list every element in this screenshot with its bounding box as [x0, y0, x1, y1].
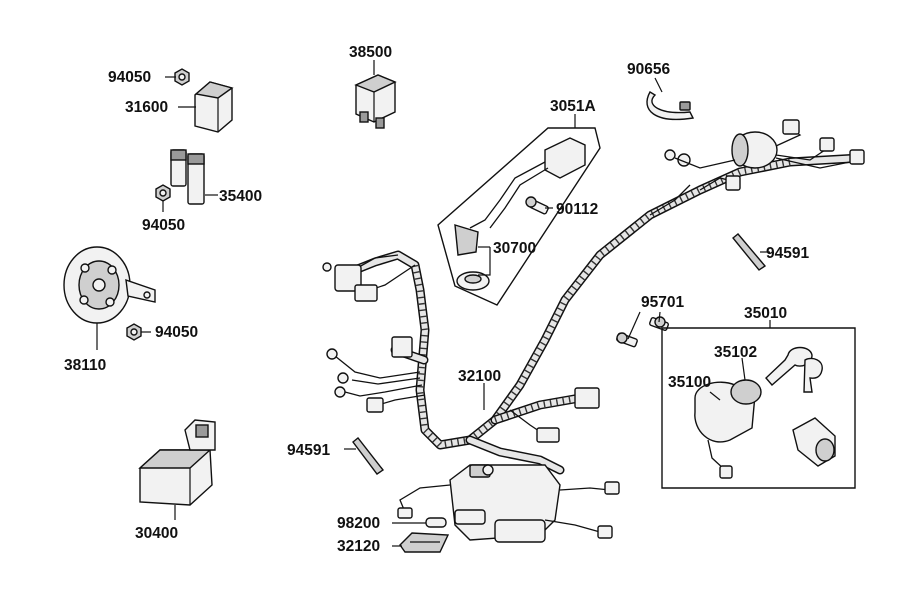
part-labels: 94050 31600 35400 94050 38110 94050 3040…: [64, 44, 809, 555]
ring-terminal: [334, 386, 346, 398]
flasher-relay: [194, 81, 234, 133]
screw: [616, 332, 638, 348]
harness-connector-block: [354, 284, 378, 302]
bolt: [525, 196, 549, 215]
fuse-holder: [399, 532, 450, 553]
tray-plug: [604, 481, 620, 495]
connector-pair: [170, 149, 205, 205]
part-number-label: 31600: [125, 99, 168, 116]
spark-plug-cap: [454, 224, 479, 256]
part-number-label: 94050: [108, 69, 151, 86]
cdi-unit: [138, 419, 216, 506]
part-number-label: 32100: [458, 368, 501, 385]
harness-clamp: [352, 437, 385, 475]
harness-plug: [849, 149, 865, 165]
ring-terminal: [326, 348, 338, 360]
part-number-label: 38500: [349, 44, 392, 61]
harness-connector-left: [391, 336, 413, 358]
harness-connector-block: [334, 264, 362, 292]
starter-relay: [354, 74, 397, 129]
nut: [174, 68, 190, 86]
harness-connector-mid: [536, 427, 560, 443]
part-number-label: 94591: [287, 442, 330, 459]
ignition-key-spare: [803, 357, 823, 393]
ignition-switch-set: [661, 327, 856, 489]
horn: [63, 246, 156, 324]
ignition-coil: [544, 137, 586, 179]
harness-connector-right: [574, 387, 600, 409]
cable-tie: [646, 91, 695, 120]
ring-terminal: [337, 372, 349, 384]
harness-connector-small: [366, 397, 384, 413]
part-number-label: 94591: [766, 245, 809, 262]
part-number-label: 90112: [556, 201, 598, 218]
part-number-label: 32120: [337, 538, 380, 555]
tray-plug: [397, 507, 413, 519]
harness-clamp: [732, 233, 767, 271]
harness-plug: [782, 119, 800, 135]
harness-plug: [725, 175, 741, 191]
part-number-label: 98200: [337, 515, 380, 532]
tray-grommet: [482, 464, 494, 476]
part-number-label: 3051A: [550, 98, 596, 115]
part-number-label: 35102: [714, 344, 757, 361]
ignition-coil-kit: [437, 127, 601, 306]
ring-terminal: [322, 262, 332, 272]
horn-bracket: [125, 278, 156, 303]
tray-plug: [597, 525, 613, 539]
ignition-lock-ring: [730, 379, 762, 405]
wiring-harness: [322, 119, 865, 475]
part-number-label: 30400: [135, 525, 178, 542]
screw: [649, 316, 669, 331]
part-number-label: 90656: [627, 61, 670, 78]
part-number-label: 38110: [64, 357, 106, 374]
part-number-label: 35100: [668, 374, 711, 391]
part-number-label: 95701: [641, 294, 684, 311]
ignition-switch-plug: [719, 465, 733, 479]
part-number-label: 94050: [142, 217, 185, 234]
fuse-blade-holder: [454, 509, 486, 525]
harness-filter-coil-end: [731, 133, 749, 167]
part-number-label: 35400: [219, 188, 262, 205]
part-number-label: 35010: [744, 305, 787, 322]
part-number-label: 30700: [493, 240, 536, 257]
harness-plug: [819, 137, 835, 152]
tray-connector: [494, 519, 546, 543]
plug-boot: [456, 271, 490, 291]
leader-lines: [96, 60, 771, 547]
fuse-box-tray: [397, 464, 620, 543]
ring-terminal: [664, 149, 676, 161]
nut: [126, 323, 142, 341]
part-number-label: 94050: [155, 324, 198, 341]
nut: [155, 184, 171, 202]
